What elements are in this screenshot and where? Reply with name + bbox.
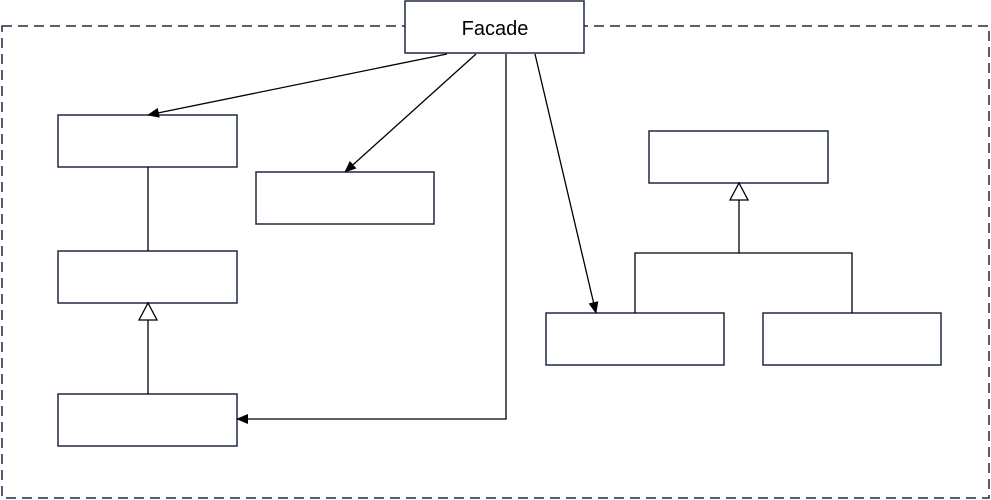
facade-label: Facade: [462, 18, 529, 40]
arrow-facade-to-right-bottom-left: [534, 53, 599, 314]
class-box-center: [255, 171, 435, 225]
arrow-facade-to-left-bottom: [236, 54, 507, 424]
inheritance-arrowhead-right: [728, 181, 750, 201]
subsystem-boundary: [1, 25, 990, 499]
facade-class: Facade: [404, 0, 585, 54]
class-box-right-bottom-right: [762, 312, 942, 366]
facade-box: [404, 0, 585, 54]
inheritance-arrowhead-left: [137, 301, 159, 321]
arrow-facade-to-center: [344, 53, 477, 173]
arrow-facade-to-left-top: [147, 53, 448, 118]
class-box-left-top: [57, 114, 238, 168]
class-box-right-top: [648, 130, 829, 184]
inheritance-branch-right: [634, 252, 853, 313]
class-box-right-bottom-left: [545, 312, 725, 366]
class-box-left-bottom: [57, 393, 238, 447]
class-box-left-middle: [57, 250, 238, 304]
